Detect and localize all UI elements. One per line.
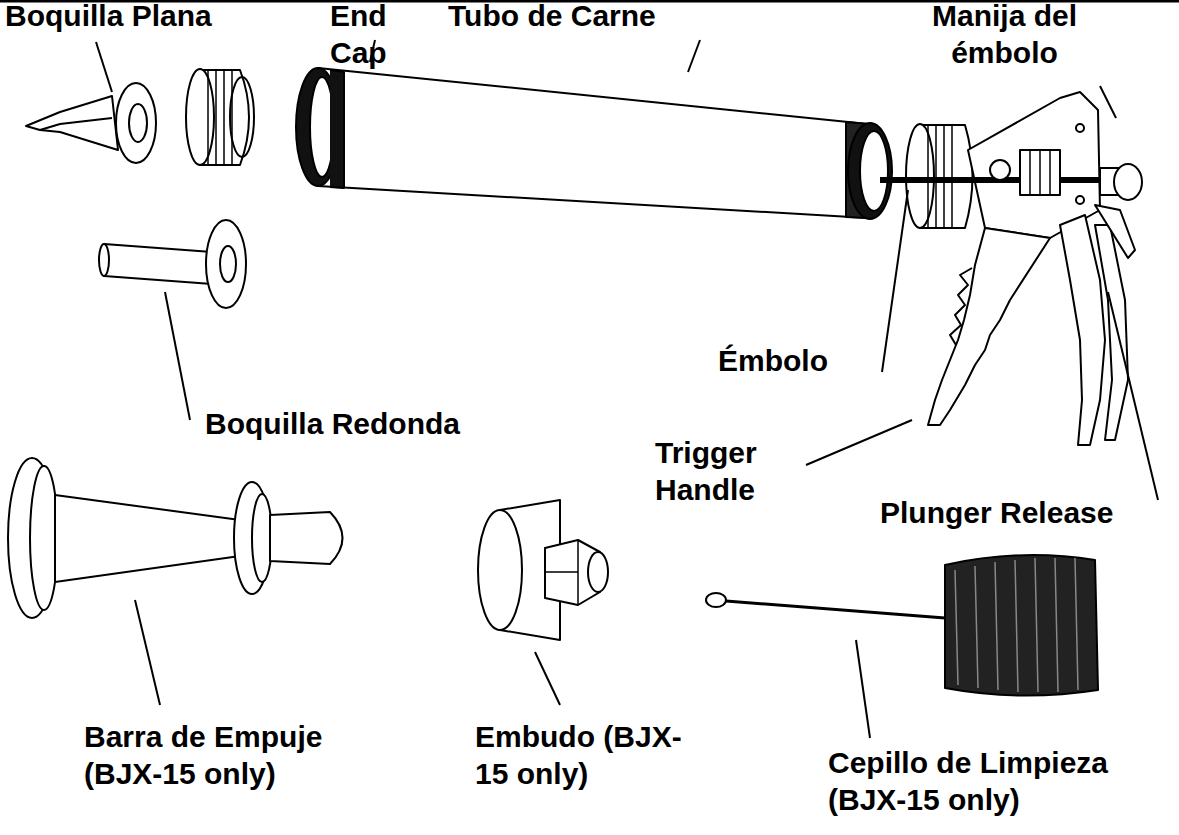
- part-label: Manija del émbolo: [922, 0, 1087, 71]
- meat-tube: [860, 131, 888, 211]
- plunger-nut: [920, 125, 973, 228]
- leader-lines: [688, 40, 700, 72]
- leader-lines: [135, 600, 160, 705]
- part-label: Embudo (BJX-15 only): [475, 718, 690, 792]
- push-bar: [270, 512, 343, 564]
- cleaning-brush: [726, 601, 945, 618]
- funnel: [478, 500, 608, 640]
- cleaning-brush: [955, 558, 1078, 692]
- plunger-nut: [906, 124, 973, 228]
- end-cap-nut: [208, 70, 232, 165]
- round-nozzle: [220, 246, 236, 282]
- gun-body: [990, 160, 1010, 180]
- gun-body: [1114, 164, 1142, 200]
- leader-lines: [96, 40, 1158, 738]
- push-bar: [55, 495, 240, 582]
- gun-body: [1076, 196, 1084, 204]
- gun-body: [928, 228, 1050, 425]
- meat-tube: [330, 70, 344, 188]
- part-label: Boquilla Redonda: [205, 405, 525, 442]
- plunger-nut: [906, 124, 934, 228]
- gun-body: [1030, 150, 1050, 195]
- end-cap-nut: [230, 77, 254, 157]
- gun-body: [1095, 225, 1128, 440]
- flat-nozzle: [40, 118, 112, 130]
- leader-lines: [806, 420, 912, 465]
- leader-lines: [1100, 86, 1116, 118]
- part-label: End Cap: [330, 0, 450, 71]
- cleaning-brush: [706, 555, 1098, 696]
- round-nozzle: [104, 244, 212, 284]
- round-nozzle: [206, 220, 246, 308]
- round-nozzle: [99, 220, 246, 308]
- meat-tube: [318, 68, 868, 218]
- leader-lines: [856, 640, 870, 738]
- end-cap-nut: [200, 70, 249, 165]
- meat-tube: [848, 123, 892, 219]
- part-label: Cepillo de Limpieza (BJX-15 only): [828, 744, 1178, 818]
- cleaning-brush: [945, 555, 1098, 696]
- flat-nozzle: [129, 104, 147, 142]
- round-nozzle: [99, 244, 109, 276]
- part-label: Émbolo: [718, 342, 898, 379]
- funnel: [478, 510, 522, 630]
- gun-body: [1020, 150, 1060, 195]
- part-label: Plunger Release: [880, 494, 1179, 531]
- funnel: [545, 540, 578, 605]
- plunger-nut: [928, 125, 952, 228]
- part-label: Barra de Empuje (BJX-15 only): [84, 718, 334, 792]
- push-bar: [8, 458, 343, 618]
- flat-nozzle: [116, 83, 156, 163]
- leader-lines: [165, 292, 190, 420]
- end-cap-nut: [186, 69, 254, 165]
- gun-body: [950, 268, 972, 345]
- leader-lines: [96, 42, 112, 92]
- flat-nozzle: [26, 96, 118, 150]
- push-bar: [30, 466, 58, 610]
- end-cap-nut: [186, 69, 214, 165]
- part-label: Tubo de Carne: [448, 0, 768, 34]
- funnel: [588, 552, 608, 592]
- gun-body: [1076, 124, 1084, 132]
- leader-lines: [535, 652, 560, 705]
- flat-nozzle: [26, 83, 156, 163]
- leader-lines: [882, 190, 908, 372]
- cleaning-brush: [706, 593, 726, 607]
- gun-body: [1095, 205, 1135, 258]
- gun-body: [880, 92, 1142, 445]
- meat-tube: [296, 68, 892, 219]
- part-label: Boquilla Plana: [5, 0, 305, 34]
- leader-lines: [1108, 292, 1158, 500]
- part-label: Trigger Handle: [655, 434, 790, 508]
